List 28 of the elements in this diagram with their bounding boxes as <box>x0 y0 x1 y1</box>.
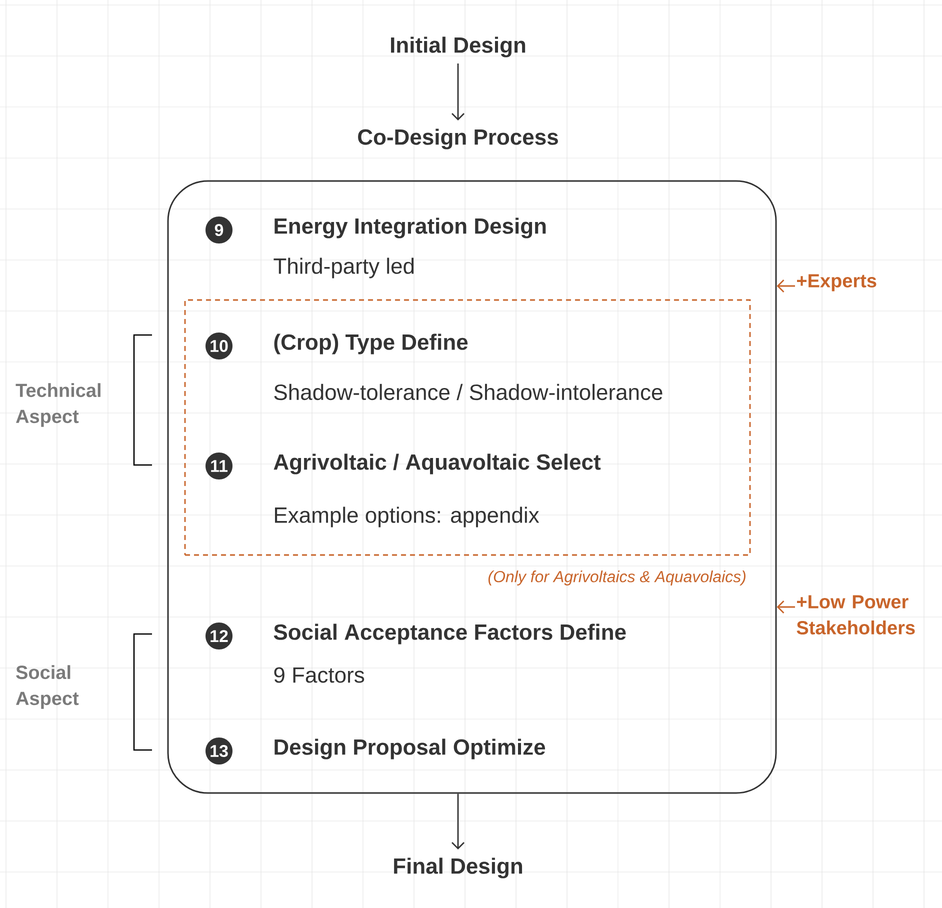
arrow <box>452 794 464 850</box>
process-frame <box>167 180 777 794</box>
arrow <box>776 600 795 614</box>
dashed-frame <box>184 299 751 556</box>
stage-title: Co-Design Process <box>358 128 558 150</box>
stage-title: Final Design <box>394 858 522 878</box>
arrow <box>776 280 795 292</box>
step-description: Third-party led <box>274 258 414 278</box>
note: (Only for Agrivoltaics & Aquavolaics) <box>488 570 746 586</box>
step-number: 13 <box>206 738 232 764</box>
aspect-label: Social Aspect <box>16 665 79 709</box>
step-number: 10 <box>206 332 232 360</box>
step-title: Social Acceptance Factors Define <box>274 624 626 644</box>
step-title: Energy Integration Design <box>274 218 546 238</box>
stakeholder-label: +Low Power Stakeholders <box>796 595 915 634</box>
step-number: 12 <box>206 622 232 650</box>
step-description: Example options: appendix <box>275 506 540 528</box>
step-number: 11 <box>206 452 232 480</box>
step-title: Design Proposal Optimize <box>274 738 546 760</box>
stage-title: Initial Design <box>391 36 526 58</box>
arrow <box>452 64 464 120</box>
aspect-label: Technical Aspect <box>16 383 100 427</box>
step-title: (Crop) Type Define <box>274 334 468 354</box>
stakeholder-label: +Experts <box>797 274 876 292</box>
step-number: 9 <box>206 216 232 244</box>
step-description: 9 Factors <box>274 667 364 683</box>
step-description: Shadow-tolerance / Shadow-intolerance <box>274 384 662 400</box>
step-title: Agrivoltaic / Aquavoltaic Select <box>274 454 601 474</box>
